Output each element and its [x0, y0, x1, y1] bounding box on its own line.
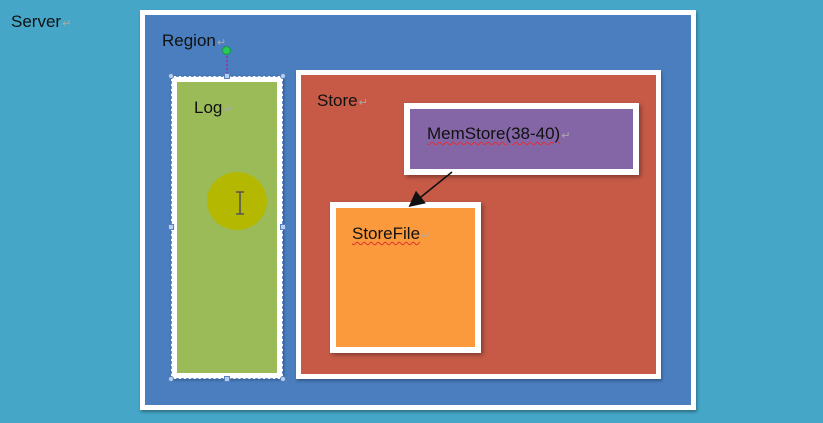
- rotate-connector: [226, 52, 228, 74]
- region-text: Region: [162, 31, 216, 50]
- paragraph-mark: ↵: [62, 18, 72, 30]
- memstore-text: MemStore(38-40): [427, 124, 561, 143]
- cursor-highlight: [207, 172, 267, 230]
- memstore-box[interactable]: [404, 103, 639, 175]
- log-label: Log↵: [194, 98, 233, 118]
- region-label: Region↵: [162, 31, 226, 51]
- store-label: Store↵: [317, 91, 368, 111]
- resize-handle-bottom-right[interactable]: [280, 376, 286, 382]
- store-text: Store: [317, 91, 358, 110]
- resize-handle-left[interactable]: [168, 224, 174, 230]
- resize-handle-bottom[interactable]: [224, 376, 230, 382]
- resize-handle-top-right[interactable]: [280, 73, 286, 79]
- resize-handle-top[interactable]: [224, 73, 230, 79]
- server-text: Server: [11, 12, 62, 31]
- paragraph-mark: ↵: [216, 37, 227, 49]
- paragraph-mark: ↵: [421, 230, 431, 242]
- log-text: Log: [194, 98, 223, 117]
- memstore-label: MemStore(38-40)↵: [427, 124, 570, 144]
- storefile-label: StoreFile↵: [352, 224, 430, 244]
- paragraph-mark: ↵: [561, 130, 571, 142]
- resize-handle-right[interactable]: [280, 224, 286, 230]
- rotate-handle[interactable]: [222, 46, 231, 55]
- ibeam-icon: [236, 191, 244, 215]
- server-label: Server↵: [11, 12, 71, 32]
- resize-handle-top-left[interactable]: [168, 73, 174, 79]
- paragraph-mark: ↵: [358, 97, 368, 109]
- resize-handle-bottom-left[interactable]: [168, 376, 174, 382]
- paragraph-mark: ↵: [223, 104, 233, 116]
- storefile-box[interactable]: [330, 202, 481, 353]
- storefile-text: StoreFile: [352, 224, 421, 243]
